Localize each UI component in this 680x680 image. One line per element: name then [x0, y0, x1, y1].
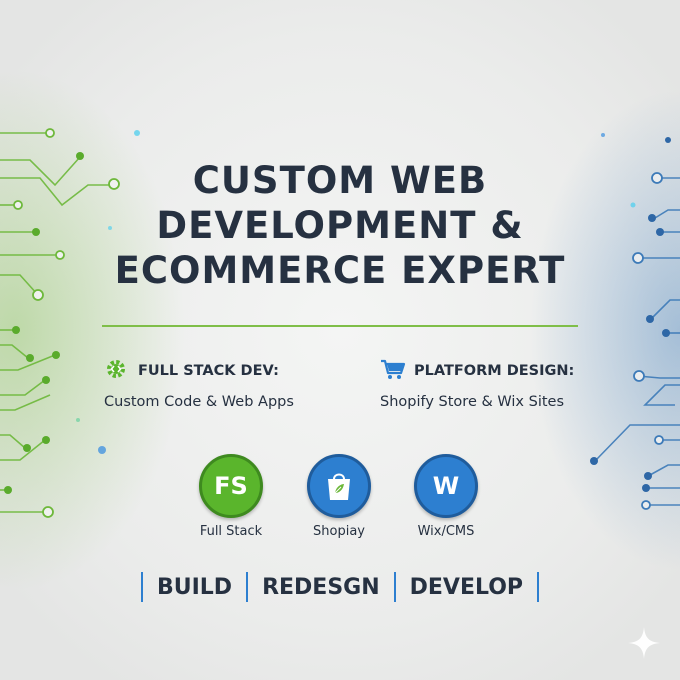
tagline-word: REDESGN — [262, 574, 380, 600]
shopping-bag-icon — [307, 454, 371, 518]
feature-platform-design: PLATFORM DESIGN: Shopify Store & Wix Sit… — [380, 358, 574, 410]
badge-shopify: Shopiay — [294, 454, 384, 539]
feature-full-stack: FULL STACK DEV: Custom Code & Web Apps — [104, 358, 294, 410]
badge-label: Shopiay — [313, 524, 365, 539]
tagline-separator — [537, 572, 540, 602]
full-stack-logo: FS — [199, 454, 263, 518]
headline: CUSTOM WEB DEVELOPMENT & ECOMMERCE EXPER… — [0, 158, 680, 293]
badge-full-stack: FS Full Stack — [186, 454, 276, 539]
shopping-cart-icon — [380, 358, 406, 384]
badge-label: Full Stack — [199, 524, 263, 539]
badge-logo-text: FS — [214, 472, 248, 500]
tagline-separator — [393, 572, 396, 602]
sparkle-icon — [628, 627, 660, 659]
gear-code-icon — [104, 358, 130, 384]
headline-line-3: ECOMMERCE EXPERT — [114, 249, 566, 292]
feature-title-row: PLATFORM DESIGN: — [380, 358, 574, 384]
right-circuit-decoration — [590, 133, 680, 510]
tagline-separator — [140, 572, 143, 602]
feature-title: PLATFORM DESIGN: — [414, 363, 575, 379]
left-circuit-decoration — [0, 128, 140, 518]
wix-logo: W — [414, 454, 478, 518]
badge-wix-cms: W Wix/CMS — [401, 454, 491, 539]
headline-line-2: DEVELOPMENT & — [156, 204, 524, 247]
feature-title-row: FULL STACK DEV: — [104, 358, 294, 384]
feature-description: Custom Code & Web Apps — [104, 394, 294, 410]
tagline: BUILD REDESGN DEVELOP — [0, 572, 680, 602]
feature-description: Shopify Store & Wix Sites — [380, 394, 565, 410]
headline-divider — [102, 325, 578, 327]
tagline-separator — [246, 572, 249, 602]
badge-label: Wix/CMS — [417, 524, 475, 539]
tagline-word: DEVELOP — [409, 574, 524, 600]
headline-line-1: CUSTOM WEB — [192, 159, 488, 202]
badge-logo-text: W — [432, 472, 460, 500]
feature-title: FULL STACK DEV: — [138, 363, 279, 379]
tagline-word: BUILD — [156, 574, 233, 600]
